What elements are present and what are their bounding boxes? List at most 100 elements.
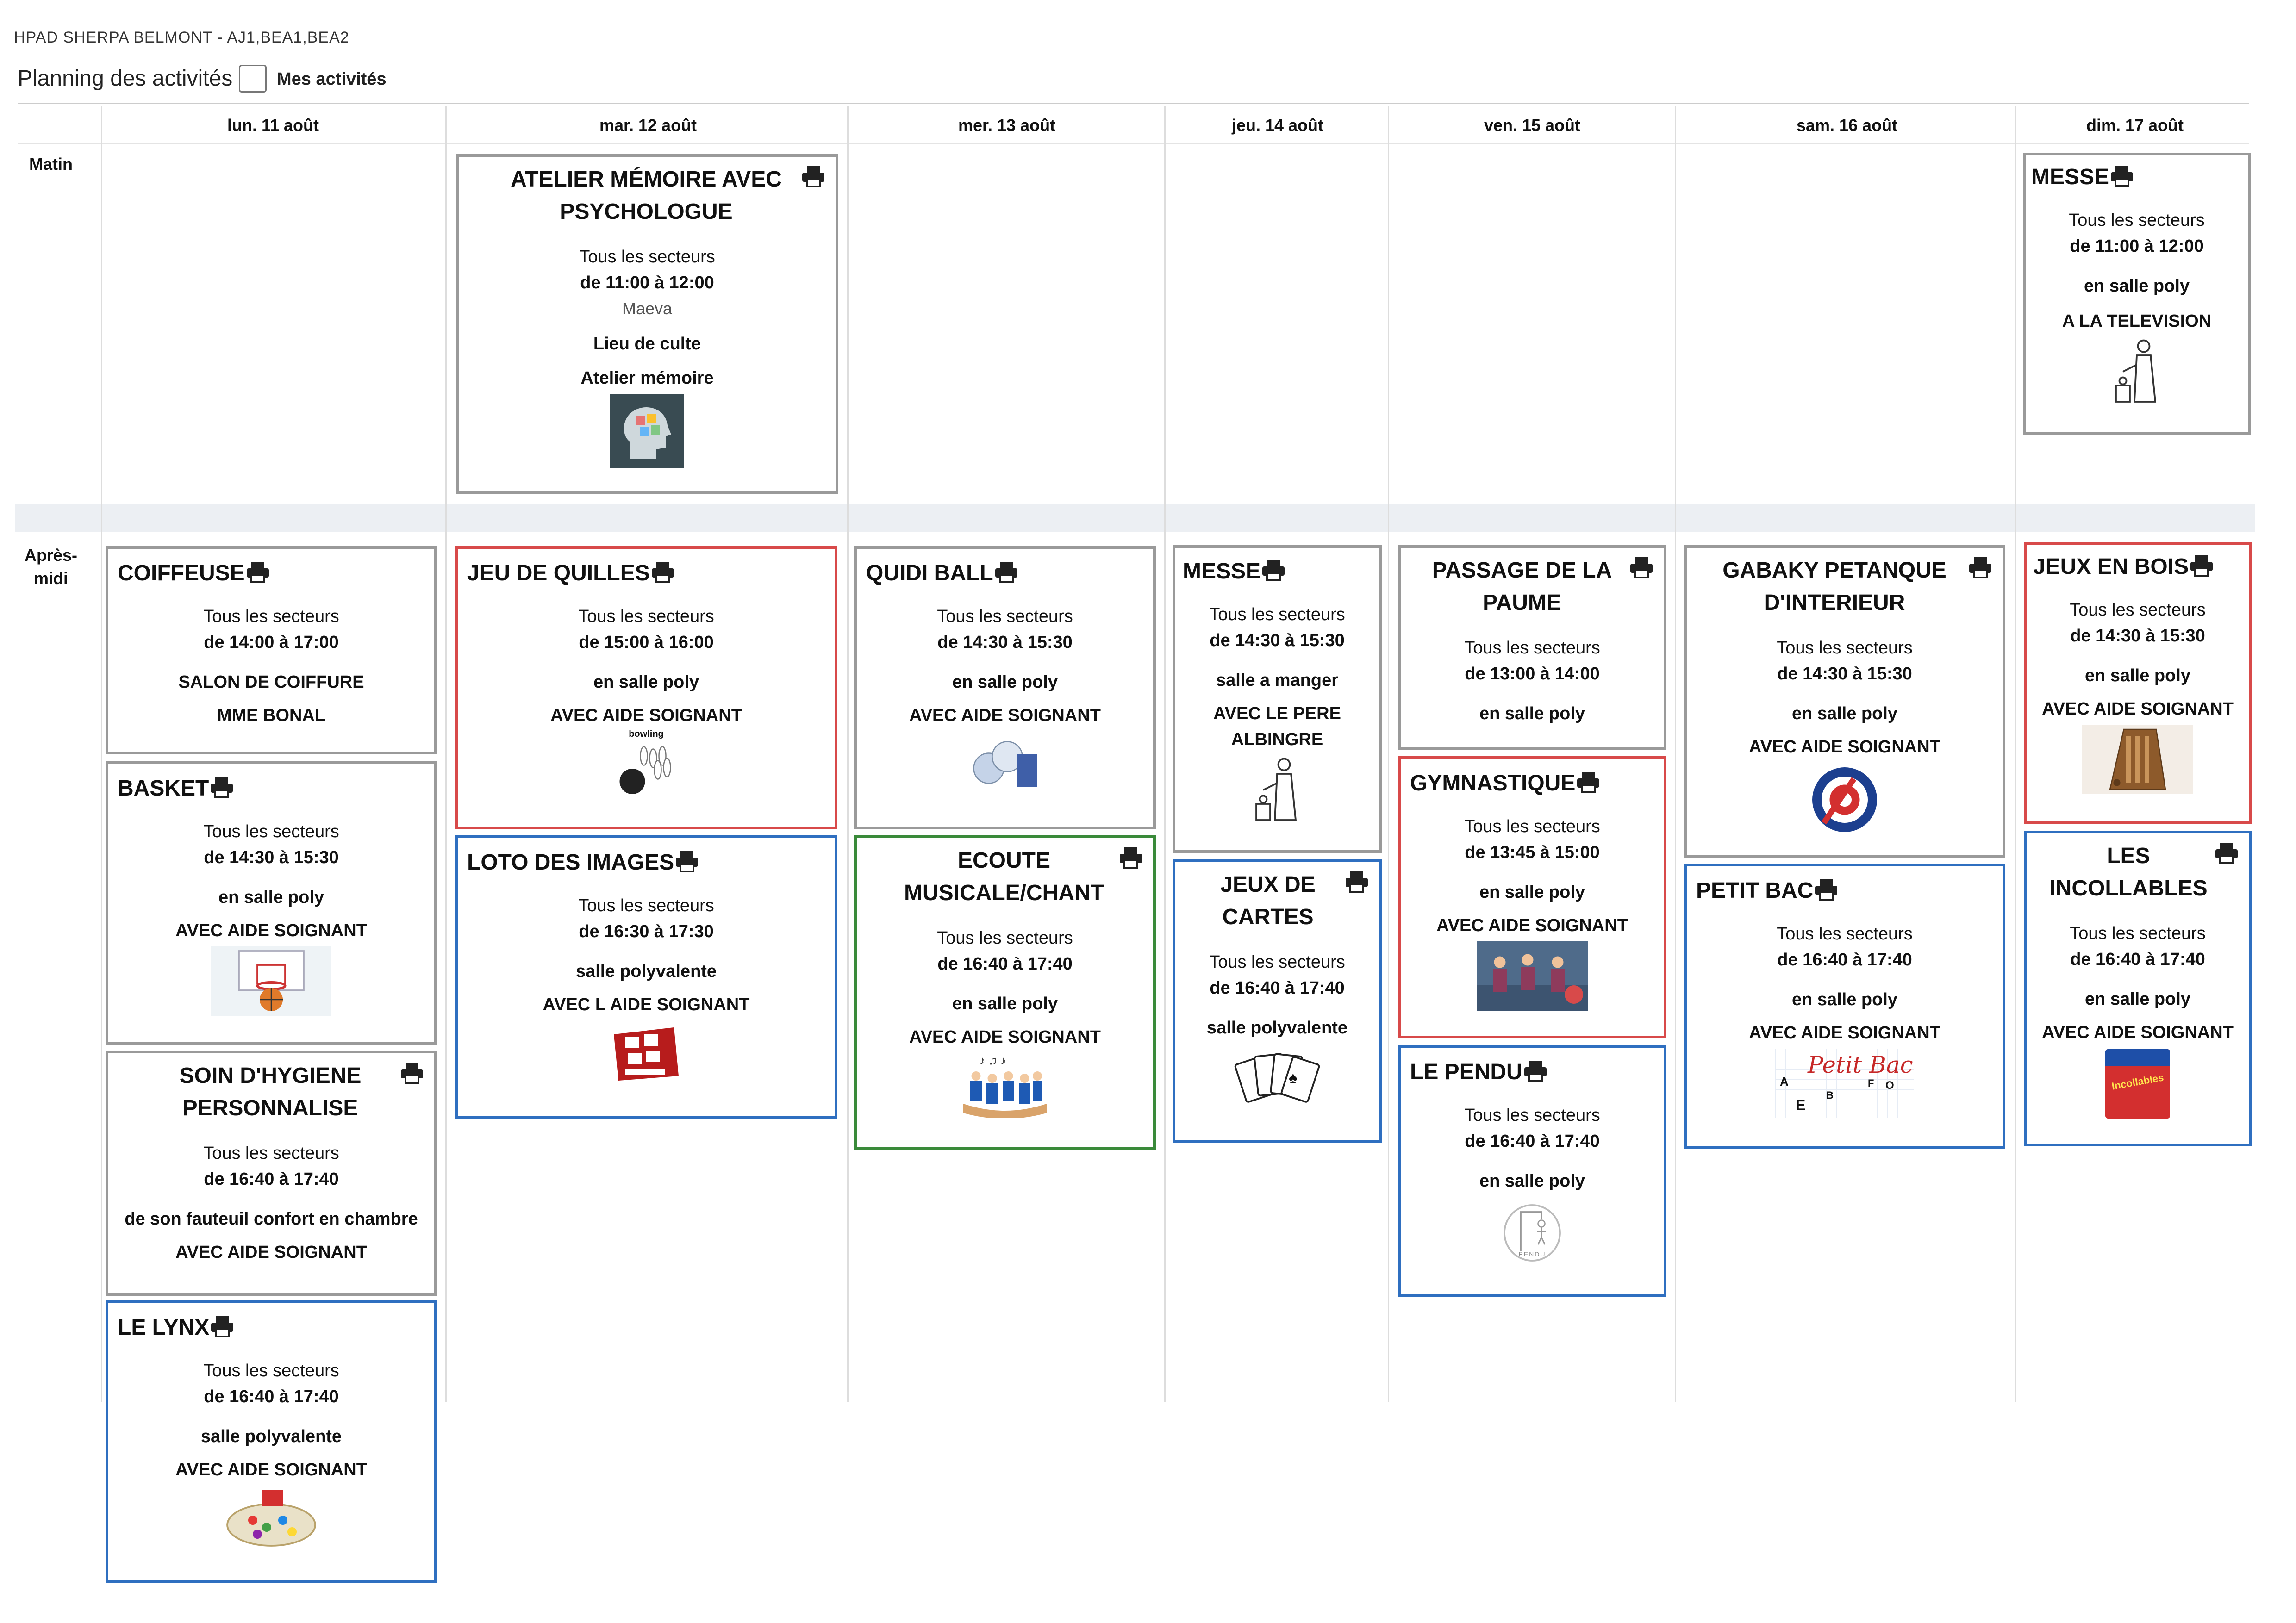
activity-sector: Tous les secteurs (1464, 1106, 1600, 1125)
col-divider (2015, 106, 2016, 1402)
activity-sector: Tous les secteurs (203, 607, 339, 626)
petit-bac-letter: F (1868, 1077, 1874, 1089)
printer-icon[interactable] (210, 1315, 234, 1337)
activity-card[interactable]: ECOUTE MUSICALE/CHANT Tous les secteurs … (854, 835, 1156, 1150)
activity-place: en salle poly (1479, 883, 1585, 902)
printer-icon[interactable] (1261, 559, 1285, 581)
activity-card[interactable]: LES INCOLLABLES Tous les secteurs de 16:… (2024, 831, 2252, 1146)
activity-sector: Tous les secteurs (1464, 817, 1600, 836)
activity-place: salle polyvalente (575, 962, 717, 981)
facility-title: HPAD SHERPA BELMONT - AJ1,BEA1,BEA2 (14, 29, 349, 46)
activity-sector: Tous les secteurs (578, 607, 714, 626)
activity-time: de 13:45 à 15:00 (1465, 843, 1600, 862)
printer-icon[interactable] (1119, 846, 1143, 869)
printer-icon[interactable] (801, 165, 825, 187)
petit-bac-letter: O (1885, 1079, 1894, 1092)
printer-icon[interactable] (1814, 878, 1838, 901)
activity-card[interactable]: PASSAGE DE LA PAUME Tous les secteurs de… (1398, 545, 1666, 750)
col-divider (847, 106, 849, 1402)
incollables-logo: Incollables (2110, 1071, 2165, 1092)
activity-card[interactable]: MESSE Tous les secteurs de 11:00 à 12:00… (2023, 153, 2251, 435)
col-divider (101, 106, 102, 1402)
activity-title: QUIDI BALL (866, 561, 993, 585)
day-header: mer. 13 août (958, 116, 1056, 135)
day-header: mar. 12 août (599, 116, 697, 135)
printer-icon[interactable] (210, 776, 234, 798)
afternoon-band (15, 504, 2255, 532)
activity-time: de 16:40 à 17:40 (1210, 978, 1345, 998)
activity-card[interactable]: LE LYNX Tous les secteurs de 16:40 à 17:… (106, 1300, 437, 1583)
printer-icon[interactable] (1345, 871, 1369, 893)
period-label: midi (33, 569, 68, 588)
activity-title: ATELIER MÉMOIRE AVEC PSYCHOLOGUE (511, 167, 782, 224)
mes-activites-checkbox[interactable] (239, 65, 267, 93)
loto-box-icon (614, 1027, 679, 1081)
activity-time: de 13:00 à 14:00 (1465, 664, 1600, 684)
activity-title: LE LYNX (118, 1315, 210, 1340)
activity-card[interactable]: LOTO DES IMAGES Tous les secteurs de 16:… (455, 835, 837, 1119)
activity-title: JEUX EN BOIS (2033, 554, 2189, 579)
col-divider (445, 106, 447, 1402)
activity-time: de 11:00 à 12:00 (580, 273, 714, 292)
activity-title: LOTO DES IMAGES (467, 850, 674, 875)
activity-sector: Tous les secteurs (578, 896, 714, 915)
priest-icon (1255, 758, 1297, 821)
activity-card[interactable]: BASKET Tous les secteurs de 14:30 à 15:3… (106, 761, 437, 1045)
activity-card[interactable]: GABAKY PETANQUE D'INTERIEUR Tous les sec… (1684, 545, 2005, 858)
activity-title: LE PENDU (1410, 1060, 1522, 1084)
printer-icon[interactable] (675, 850, 699, 872)
activity-note: AVEC AIDE SOIGNANT (1436, 916, 1628, 935)
petit-bac-letter: E (1796, 1097, 1806, 1113)
activity-card[interactable]: ATELIER MÉMOIRE AVEC PSYCHOLOGUE Tous le… (456, 154, 838, 494)
activity-sector: Tous les secteurs (203, 1361, 339, 1380)
printer-icon[interactable] (2190, 554, 2214, 577)
activity-place: de son fauteuil confort en chambre (125, 1209, 418, 1229)
activity-place: salle polyvalente (200, 1427, 342, 1446)
col-divider (1675, 106, 1676, 1402)
activity-time: de 14:30 à 15:30 (1210, 631, 1345, 650)
activity-card[interactable]: SOIN D'HYGIENE PERSONNALISE Tous les sec… (106, 1051, 437, 1296)
printer-icon[interactable] (1576, 771, 1600, 793)
printer-icon[interactable] (2215, 842, 2239, 864)
printer-icon[interactable] (651, 561, 675, 583)
activity-card[interactable]: COIFFEUSE Tous les secteurs de 14:00 à 1… (106, 546, 437, 754)
activity-card[interactable]: GYMNASTIQUE Tous les secteurs de 13:45 à… (1398, 756, 1666, 1038)
activity-note: AVEC AIDE SOIGNANT (909, 706, 1101, 725)
activity-card[interactable]: JEU DE QUILLES Tous les secteurs de 15:0… (455, 546, 837, 829)
activity-animator: Maeva (622, 299, 673, 318)
activity-sector: Tous les secteurs (937, 928, 1073, 948)
day-header: lun. 11 août (227, 116, 319, 135)
activity-note: AVEC L AIDE SOIGNANT (543, 995, 750, 1014)
activity-title: ECOUTE MUSICALE/CHANT (904, 848, 1104, 905)
activity-time: de 14:30 à 15:30 (937, 633, 1073, 652)
printer-icon[interactable] (1968, 556, 1992, 578)
activity-card[interactable]: LE PENDU Tous les secteurs de 16:40 à 17… (1398, 1045, 1666, 1297)
activity-note: MME BONAL (217, 706, 326, 725)
activity-place: en salle poly (2084, 276, 2190, 296)
day-header: jeu. 14 août (1231, 116, 1324, 135)
activity-place: salle polyvalente (1206, 1018, 1348, 1038)
svg-text:♪ ♫ ♪: ♪ ♫ ♪ (980, 1054, 1006, 1067)
activity-title: BASKET (118, 776, 209, 801)
activity-title: LES INCOLLABLES (2049, 844, 2208, 901)
activity-card[interactable]: JEUX DE CARTES Tous les secteurs de 16:4… (1173, 859, 1382, 1143)
activity-sector: Tous les secteurs (203, 822, 339, 841)
printer-icon[interactable] (1523, 1060, 1547, 1082)
choir-icon: ♪ ♫ ♪ (963, 1054, 1047, 1118)
activity-card[interactable]: PETIT BAC Tous les secteurs de 16:40 à 1… (1684, 864, 2005, 1149)
activity-card[interactable]: MESSE Tous les secteurs de 14:30 à 15:30… (1173, 545, 1382, 853)
printer-icon[interactable] (994, 561, 1018, 583)
activity-time: de 16:30 à 17:30 (579, 922, 714, 941)
activity-note: AVEC AIDE SOIGNANT (1749, 737, 1940, 757)
lynx-game-board-icon (226, 1490, 316, 1547)
petit-bac-letter: B (1826, 1089, 1834, 1101)
activity-place: salle a manger (1216, 671, 1339, 690)
activity-sector: Tous les secteurs (579, 247, 715, 267)
printer-icon[interactable] (2110, 165, 2134, 187)
activity-card[interactable]: JEUX EN BOIS Tous les secteurs de 14:30 … (2024, 542, 2252, 824)
activity-note: AVEC AIDE SOIGNANT (175, 1243, 367, 1262)
printer-icon[interactable] (400, 1062, 424, 1084)
printer-icon[interactable] (246, 561, 270, 583)
activity-card[interactable]: QUIDI BALL Tous les secteurs de 14:30 à … (854, 546, 1156, 829)
printer-icon[interactable] (1629, 556, 1653, 578)
